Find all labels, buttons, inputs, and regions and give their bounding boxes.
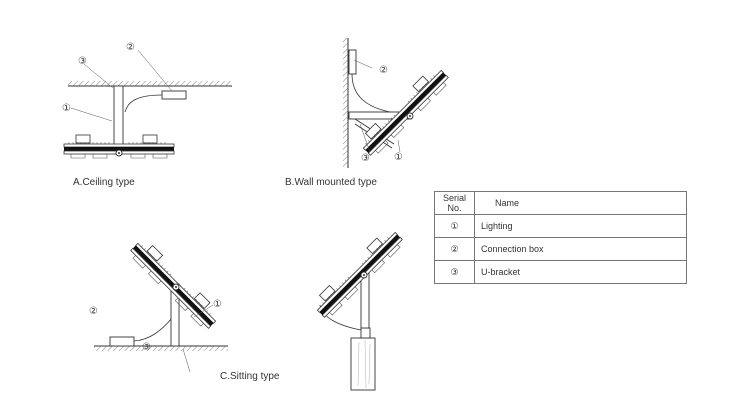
lighting-fixture xyxy=(310,225,406,321)
u-bracket xyxy=(360,271,370,329)
legend-header-row: Serial No. Name xyxy=(434,191,687,215)
legend-row: ② Connection box xyxy=(434,237,687,261)
callout-3: ③ xyxy=(361,153,370,164)
callout-3: ③ xyxy=(78,56,87,67)
wall-mounted-type-caption: B.Wall mounted type xyxy=(285,177,377,188)
callout-3: ③ xyxy=(142,342,151,353)
callout-2: ② xyxy=(379,65,388,76)
lighting-fixture xyxy=(356,63,452,159)
power-cable xyxy=(133,317,173,342)
legend-name: Lighting xyxy=(474,214,687,238)
wall-surface xyxy=(343,38,349,168)
connection-box xyxy=(109,336,135,347)
callout-2: ② xyxy=(89,306,98,317)
ceiling-type-drawing: ③ ① ② xyxy=(62,42,232,159)
ceiling-type-caption: A.Ceiling type xyxy=(73,177,135,188)
callout-1: ① xyxy=(394,152,403,163)
connection-box xyxy=(348,49,357,75)
pole xyxy=(350,327,376,391)
serial-number-header: Serial No. xyxy=(434,191,475,215)
callout-1: ① xyxy=(213,299,222,310)
legend-row: ③ U-bracket xyxy=(434,260,687,284)
legend-serial: ③ xyxy=(434,260,475,284)
legend-name: Connection box xyxy=(474,237,687,261)
sitting-type-drawing: ② ① ③ xyxy=(89,236,228,373)
connection-box xyxy=(161,90,187,100)
ceiling-surface xyxy=(68,81,232,87)
floor-surface xyxy=(94,345,228,351)
power-cable xyxy=(351,73,396,114)
callout-1: ① xyxy=(62,103,71,114)
power-cable xyxy=(124,94,163,113)
legend-serial: ① xyxy=(434,214,475,238)
callout-2: ② xyxy=(126,42,135,53)
name-header: Name xyxy=(474,191,687,215)
parts-legend-table: Serial No. Name ① Lighting ② Connection … xyxy=(434,191,687,284)
sitting-type-caption: C.Sitting type xyxy=(220,371,280,382)
legend-row: ① Lighting xyxy=(434,214,687,238)
pole-mounted-drawing xyxy=(310,225,406,391)
legend-serial: ② xyxy=(434,237,475,261)
legend-name: U-bracket xyxy=(474,260,687,284)
wall-mounted-type-drawing: ② ③ ① xyxy=(343,38,452,168)
